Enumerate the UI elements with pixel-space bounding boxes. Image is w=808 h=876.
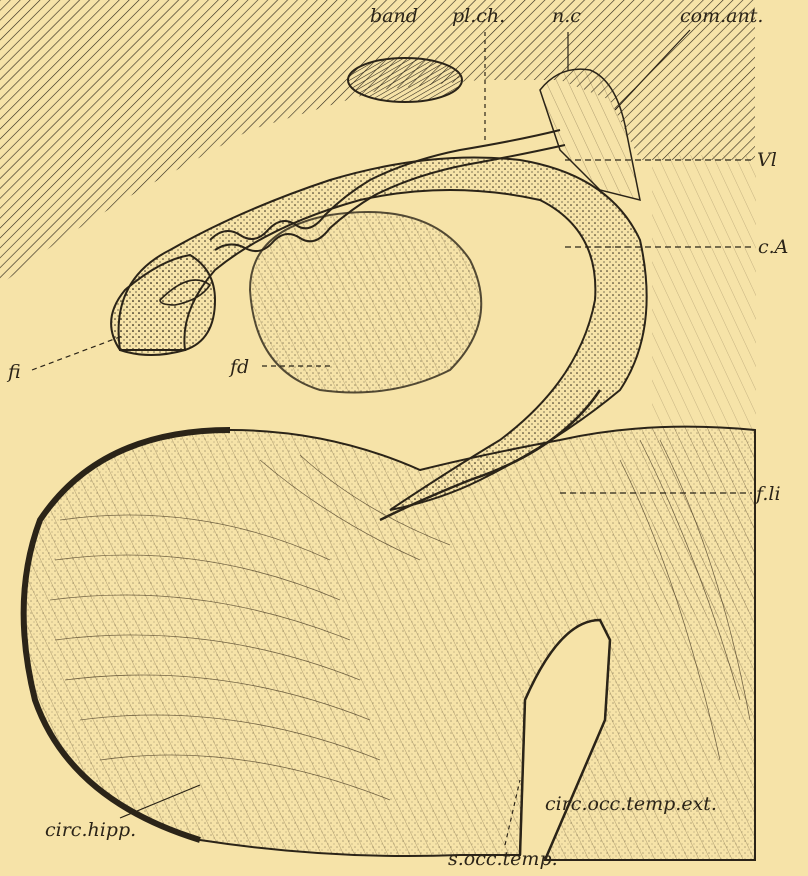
label-n-c: n.c: [552, 5, 581, 27]
label-f-li: f.li: [754, 483, 781, 505]
label-com-ant: com.ant.: [680, 5, 763, 27]
label-c-a: c.A: [758, 236, 788, 258]
label-fi: fi: [6, 361, 21, 383]
label-band: band: [370, 5, 418, 27]
label-circ-hipp: circ.hipp.: [45, 819, 136, 841]
label-circ-occ-temp-ext: circ.occ.temp.ext.: [545, 793, 717, 815]
pointer-fi: [32, 335, 125, 370]
fimbria-blob: [111, 255, 215, 355]
label-fd: fd: [228, 356, 249, 378]
label-vl: Vl: [757, 149, 777, 171]
band-structure: [348, 58, 462, 102]
label-pl-ch: pl.ch.: [452, 5, 505, 27]
label-s-occ-temp: s.occ.temp.: [448, 848, 558, 870]
